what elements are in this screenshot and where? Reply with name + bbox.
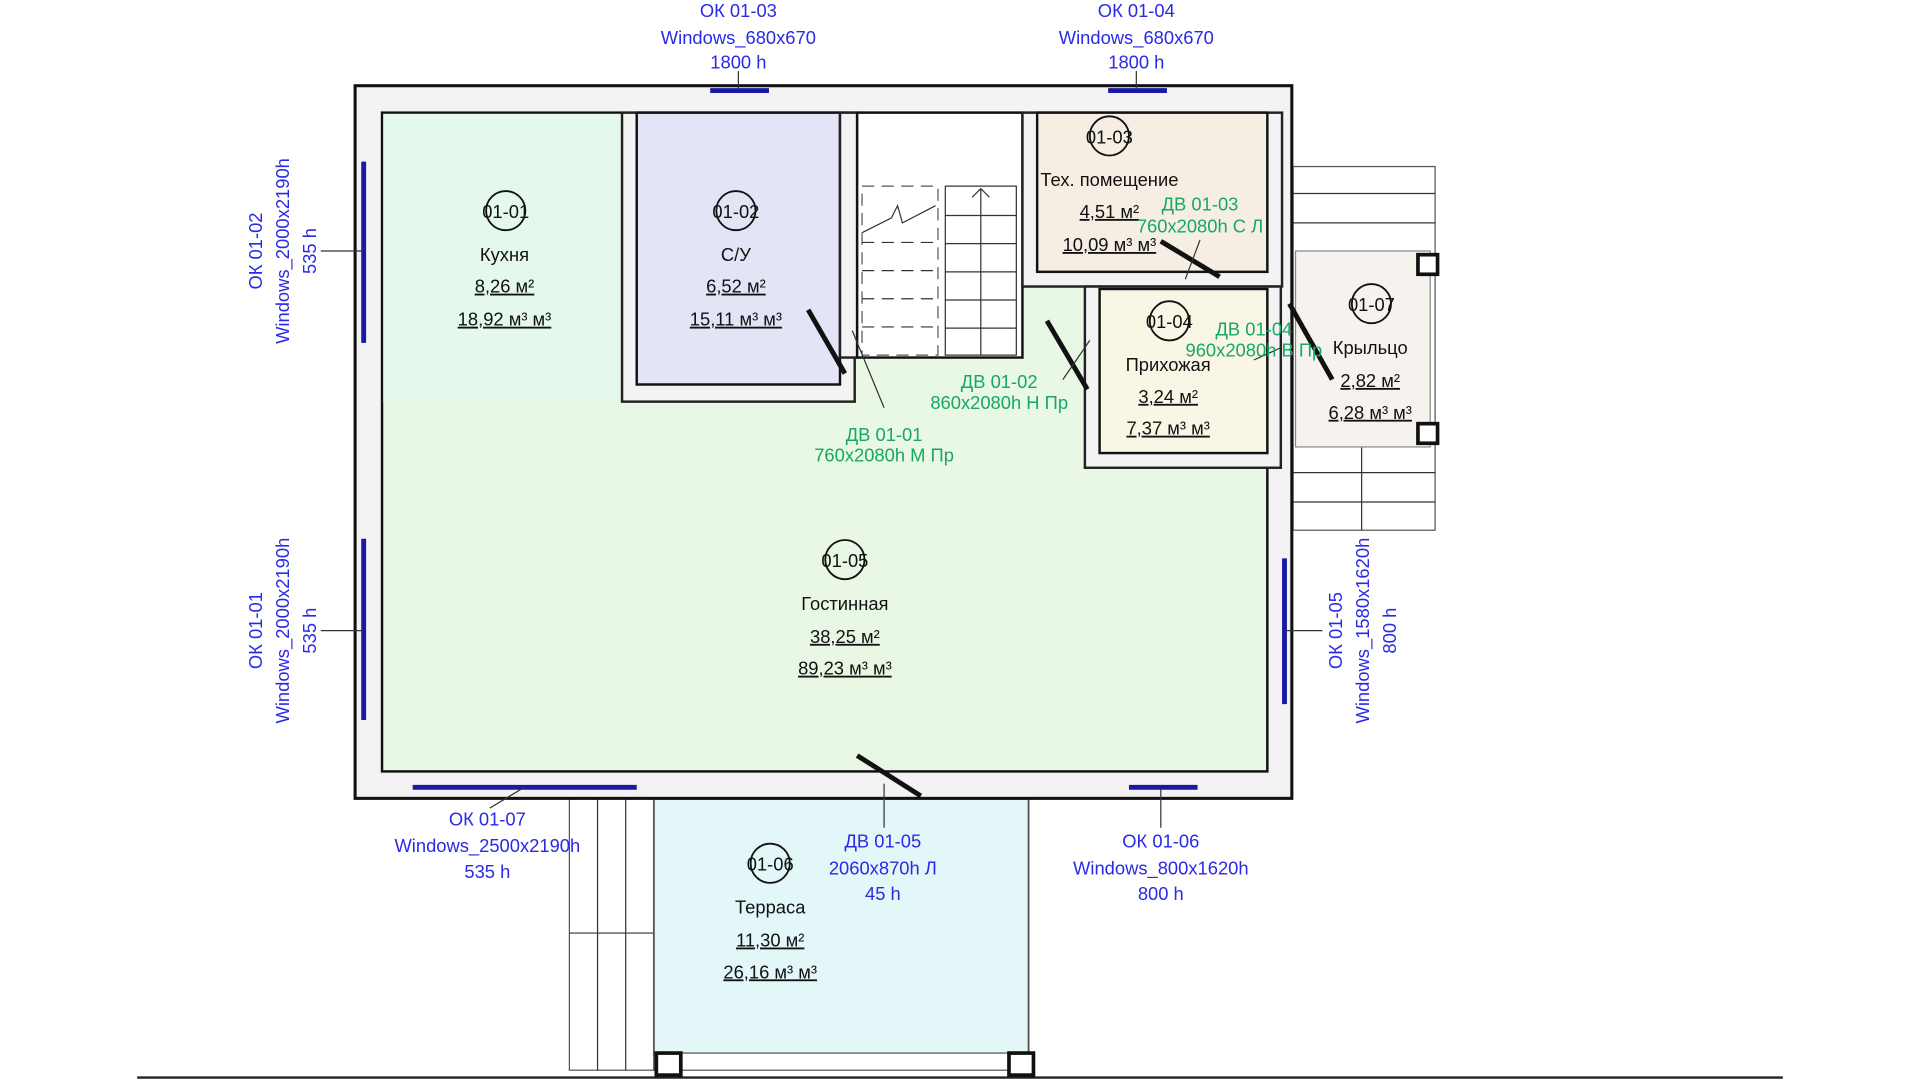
window-type: Windows_1580x1620h	[1352, 538, 1374, 724]
room-area: 4,51 м²	[1080, 201, 1140, 222]
room-volume: 10,09 м³ м³	[1063, 234, 1157, 255]
window-glass	[361, 88, 1287, 790]
room-01-07-fill	[1294, 250, 1431, 448]
window-type: Windows_800x1620h	[1073, 857, 1249, 879]
door-label-dv-01-02[interactable]: ДВ 01-02 860x2080h Н Пр	[930, 371, 1068, 413]
room-tag-01-07[interactable]: 01-07 Крыльцо 2,82 м² 6,28 м³ м³	[1329, 283, 1412, 423]
window-label-ok-01-01[interactable]: ОК 01-01 Windows_2000x2190h 535 h	[245, 538, 320, 724]
window-label-ok-01-02[interactable]: ОК 01-02 Windows_2000x2190h 535 h	[245, 158, 320, 344]
window-height: 535 h	[464, 861, 510, 882]
door-label-dv-01-05[interactable]: ДВ 01-05 2060x870h Л 45 h	[829, 830, 937, 904]
room-tag-01-04[interactable]: 01-04 Прихожая 3,24 м² 7,37 м³ м³	[1126, 300, 1211, 439]
stair-treads	[861, 185, 1017, 356]
window-type: Windows_680x670	[1059, 27, 1214, 49]
room-volume: 89,23 м³ м³	[798, 658, 892, 679]
room-number: 01-04	[1146, 311, 1193, 332]
room-area: 3,24 м²	[1138, 386, 1198, 407]
room-volume: 7,37 м³ м³	[1126, 418, 1209, 439]
window-type: Windows_2000x2190h	[272, 538, 294, 724]
room-01-02-fill	[635, 111, 842, 386]
door-id: ДВ 01-05	[844, 830, 921, 851]
room-volume: 26,16 м³ м³	[723, 961, 817, 982]
door-spec: 760x2080h М Пр	[814, 445, 954, 466]
room-area: 11,30 м²	[736, 930, 804, 951]
window-id: ОК 01-02	[245, 212, 266, 289]
window-id: ОК 01-05	[1325, 592, 1346, 669]
room-name: Гостинная	[801, 593, 888, 614]
room-number: 01-05	[821, 550, 868, 571]
door-label-dv-01-01[interactable]: ДВ 01-01 760x2080h М Пр	[814, 424, 954, 466]
window-id: ОК 01-07	[449, 808, 526, 829]
room-volume: 18,92 м³ м³	[458, 309, 552, 330]
room-tag-01-05[interactable]: 01-05 Гостинная 38,25 м² 89,23 м³ м³	[798, 539, 892, 679]
window-height: 1800 h	[1108, 52, 1164, 73]
room-number: 01-02	[712, 201, 759, 222]
door-id: ДВ 01-04	[1216, 319, 1293, 340]
door-label-dv-01-03[interactable]: ДВ 01-03 760x2080h С Л	[1137, 194, 1263, 237]
room-number: 01-03	[1086, 126, 1133, 147]
window-height: 800 h	[1379, 608, 1400, 654]
door-label-dv-01-04[interactable]: ДВ 01-04 960x2080h В Пр	[1186, 319, 1323, 361]
room-name: Кухня	[480, 244, 529, 265]
room-volume: 15,11 м³ м³	[690, 309, 782, 330]
window-type: Windows_2000x2190h	[272, 158, 294, 344]
door-spec: 860x2080h Н Пр	[930, 392, 1068, 413]
window-id: ОК 01-01	[245, 592, 266, 669]
door-leaves	[806, 239, 1335, 798]
terrace-column	[654, 1051, 683, 1077]
window-label-ok-01-04[interactable]: ОК 01-04 Windows_680x670 1800 h	[1059, 0, 1214, 72]
window-label-ok-01-05[interactable]: ОК 01-05 Windows_1580x1620h 800 h	[1325, 538, 1400, 724]
room-name: Крыльцо	[1333, 337, 1408, 358]
room-01-04-fill	[1098, 287, 1269, 455]
door-spec: 760x2080h С Л	[1137, 216, 1263, 237]
stair	[855, 111, 1024, 359]
window-height: 800 h	[1138, 883, 1184, 904]
porch-column	[1416, 252, 1440, 277]
window-label-ok-01-07[interactable]: ОК 01-07 Windows_2500x2190h 535 h	[394, 808, 580, 882]
room-tag-01-01[interactable]: 01-01 Кухня 8,26 м² 18,92 м³ м³	[458, 190, 552, 330]
room-number: 01-06	[747, 854, 794, 875]
window-leader-lines	[320, 71, 1323, 828]
door-id: ДВ 01-01	[846, 424, 923, 445]
room-area: 6,52 м²	[706, 276, 766, 297]
window-height: 535 h	[299, 608, 320, 654]
window-height: 1800 h	[710, 52, 766, 73]
room-tag-01-02[interactable]: 01-02 С/У 6,52 м² 15,11 м³ м³	[690, 190, 782, 330]
terrace-column	[1007, 1051, 1036, 1077]
door-spec: 960x2080h В Пр	[1186, 339, 1323, 360]
room-tag-01-03[interactable]: 01-03 Тех. помещение 4,51 м² 10,09 м³ м³	[1040, 115, 1178, 255]
room-area: 8,26 м²	[475, 276, 535, 297]
door-id: ДВ 01-03	[1162, 194, 1239, 215]
room-name: Прихожая	[1126, 354, 1211, 375]
room-01-01-fill	[383, 113, 623, 402]
window-label-ok-01-03[interactable]: ОК 01-03 Windows_680x670 1800 h	[661, 0, 816, 72]
door-id: ДВ 01-02	[961, 371, 1038, 392]
room-name: С/У	[721, 244, 751, 265]
window-height: 535 h	[299, 228, 320, 274]
terrace-steps	[568, 797, 655, 1071]
room-volume: 6,28 м³ м³	[1329, 402, 1412, 423]
door-leader-lines	[851, 239, 1282, 828]
room-01-06-fill	[652, 797, 1030, 1057]
window-type: Windows_2500x2190h	[394, 835, 580, 857]
room-area: 2,82 м²	[1340, 370, 1400, 391]
room-name: Терраса	[735, 896, 806, 917]
window-id: ОК 01-04	[1098, 0, 1175, 21]
door-spec: 2060x870h Л	[829, 857, 937, 878]
window-id: ОК 01-06	[1122, 830, 1199, 851]
room-tag-01-06[interactable]: 01-06 Терраса 11,30 м² 26,16 м³ м³	[723, 842, 817, 983]
door-height: 45 h	[865, 883, 901, 904]
room-name: Тех. помещение	[1040, 169, 1178, 190]
window-id: ОК 01-03	[700, 0, 777, 21]
room-01-03-fill	[1035, 111, 1269, 274]
window-type: Windows_680x670	[661, 27, 816, 49]
room-number: 01-07	[1348, 294, 1395, 315]
window-label-ok-01-06[interactable]: ОК 01-06 Windows_800x1620h 800 h	[1073, 830, 1249, 904]
room-number: 01-01	[482, 201, 529, 222]
room-area: 38,25 м²	[810, 626, 880, 647]
porch-column	[1416, 421, 1440, 446]
